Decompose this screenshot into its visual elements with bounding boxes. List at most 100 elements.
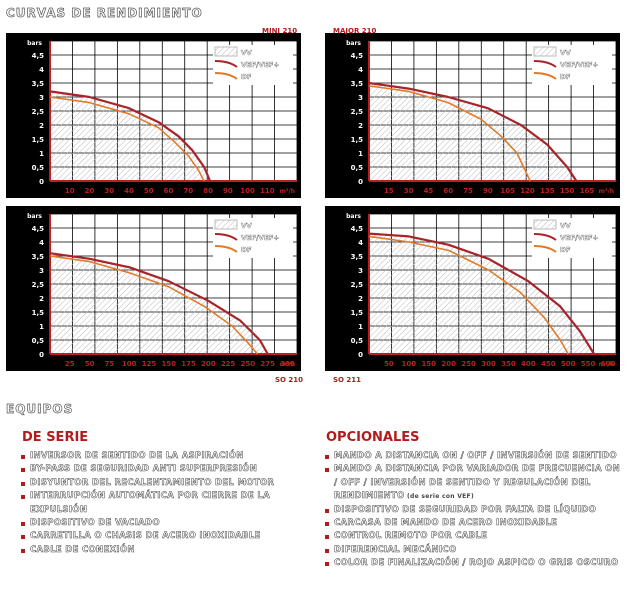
- x-tick-label: 70: [183, 187, 193, 195]
- y-tick-label: 0: [358, 351, 363, 359]
- list-item: DISYUNTOR DEL RECALENTAMIENTO DEL MOTOR: [20, 477, 295, 490]
- x-tick-label: 100: [240, 187, 255, 195]
- y-tick-label: 2: [358, 295, 363, 303]
- y-tick-label: 0: [39, 178, 44, 186]
- legend-label: VEF/VEF+: [241, 61, 280, 69]
- x-axis-label: m³/h: [280, 188, 295, 195]
- y-axis-label: bars: [27, 213, 42, 220]
- list-item: COLOR DE FINALIZACIÓN / ROJO ASPICO O GR…: [324, 557, 624, 570]
- x-tick-label: 225: [221, 360, 236, 368]
- legend-label: DF: [241, 73, 252, 81]
- legend-swatch: [215, 232, 237, 241]
- y-tick-label: 1: [358, 323, 363, 331]
- series-line: [368, 235, 569, 355]
- y-tick-label: 3,5: [351, 253, 364, 261]
- series-line: [49, 252, 269, 355]
- x-tick-label: 125: [142, 360, 157, 368]
- y-tick-label: 4,5: [32, 52, 45, 60]
- legend-label: VEF/VEF+: [560, 234, 599, 242]
- y-tick-label: 3,5: [32, 80, 45, 88]
- series-line: [368, 81, 578, 182]
- y-tick-label: 3: [39, 94, 44, 102]
- model-label: MAJOR 210: [333, 27, 377, 35]
- x-axis-label: m³/h: [599, 188, 614, 195]
- x-tick-label: 80: [203, 187, 213, 195]
- x-tick-label: 15: [384, 187, 394, 195]
- legend-label: VV: [241, 49, 252, 57]
- y-tick-label: 4: [39, 66, 44, 74]
- series-line: [368, 85, 531, 182]
- x-tick-label: 100: [122, 360, 137, 368]
- y-tick-label: 4,5: [32, 225, 45, 233]
- x-tick-label: 250: [241, 360, 256, 368]
- model-label: SO 210: [275, 376, 304, 384]
- x-tick-label: 200: [441, 360, 456, 368]
- legend-swatch: [534, 71, 556, 80]
- legend-label: VV: [560, 222, 571, 230]
- list-item: CONTROL REMOTO POR CABLE: [324, 530, 624, 543]
- series-line: [49, 255, 259, 355]
- x-tick-label: 40: [124, 187, 134, 195]
- y-tick-label: 1: [358, 150, 363, 158]
- x-tick-label: 300: [280, 360, 295, 368]
- y-tick-label: 2: [358, 122, 363, 130]
- list-item: DISPOSITIVO DE SEGURIDAD POR FALTA DE LÍ…: [324, 504, 624, 517]
- y-tick-label: 1,5: [32, 309, 45, 317]
- x-tick-label: 10: [65, 187, 75, 195]
- serie-title: DE SERIE: [22, 430, 89, 445]
- series-line: [49, 90, 212, 182]
- legend-swatch: [534, 59, 556, 68]
- y-tick-label: 0: [39, 351, 44, 359]
- x-tick-label: 50: [85, 360, 95, 368]
- curves-section-title: CURVAS DE RENDIMIENTO: [6, 6, 203, 21]
- legend-swatch: [534, 244, 556, 253]
- x-tick-label: 500: [561, 360, 576, 368]
- x-tick-label: 350: [501, 360, 516, 368]
- y-tick-label: 2,5: [32, 108, 45, 116]
- x-tick-label: 75: [463, 187, 473, 195]
- x-tick-label: 50: [384, 360, 394, 368]
- x-tick-label: 105: [500, 187, 515, 195]
- x-tick-label: 75: [105, 360, 115, 368]
- model-label: MINI 210: [262, 27, 298, 35]
- y-tick-label: 2,5: [32, 281, 45, 289]
- y-tick-label: 3: [39, 267, 44, 275]
- x-tick-label: 60: [164, 187, 174, 195]
- x-tick-label: 550: [581, 360, 596, 368]
- x-tick-label: 165: [580, 187, 595, 195]
- y-tick-label: 1,5: [351, 309, 364, 317]
- legend-label: DF: [241, 246, 252, 254]
- x-tick-label: 30: [404, 187, 414, 195]
- y-tick-label: 1: [39, 150, 44, 158]
- x-tick-label: 50: [144, 187, 154, 195]
- y-tick-label: 2,5: [351, 281, 364, 289]
- list-item: MANDO A DISTANCIA ON / OFF / INVERSIÓN D…: [324, 450, 624, 463]
- x-tick-label: 150: [421, 360, 436, 368]
- x-tick-label: 250: [461, 360, 476, 368]
- y-tick-label: 0,5: [32, 164, 45, 172]
- y-tick-label: 2: [39, 295, 44, 303]
- legend-swatch: [533, 219, 557, 230]
- opcionales-title: OPCIONALES: [326, 430, 420, 445]
- x-tick-label: 135: [540, 187, 555, 195]
- x-tick-label: 90: [483, 187, 493, 195]
- model-label: SO 211: [333, 376, 362, 384]
- legend-swatch: [215, 59, 237, 68]
- note-text: (de serie con VEF): [404, 493, 474, 501]
- series-line: [49, 96, 205, 182]
- legend-label: VV: [560, 49, 571, 57]
- legend-label: DF: [560, 73, 571, 81]
- equipment-section-title: EQUIPOS: [6, 402, 74, 417]
- x-tick-label: 175: [181, 360, 196, 368]
- legend-swatch: [534, 232, 556, 241]
- y-tick-label: 1,5: [351, 136, 364, 144]
- list-item: DIFERENCIAL MECÁNICO: [324, 544, 624, 557]
- legend-swatch: [214, 46, 238, 57]
- legend-label: VEF/VEF+: [560, 61, 599, 69]
